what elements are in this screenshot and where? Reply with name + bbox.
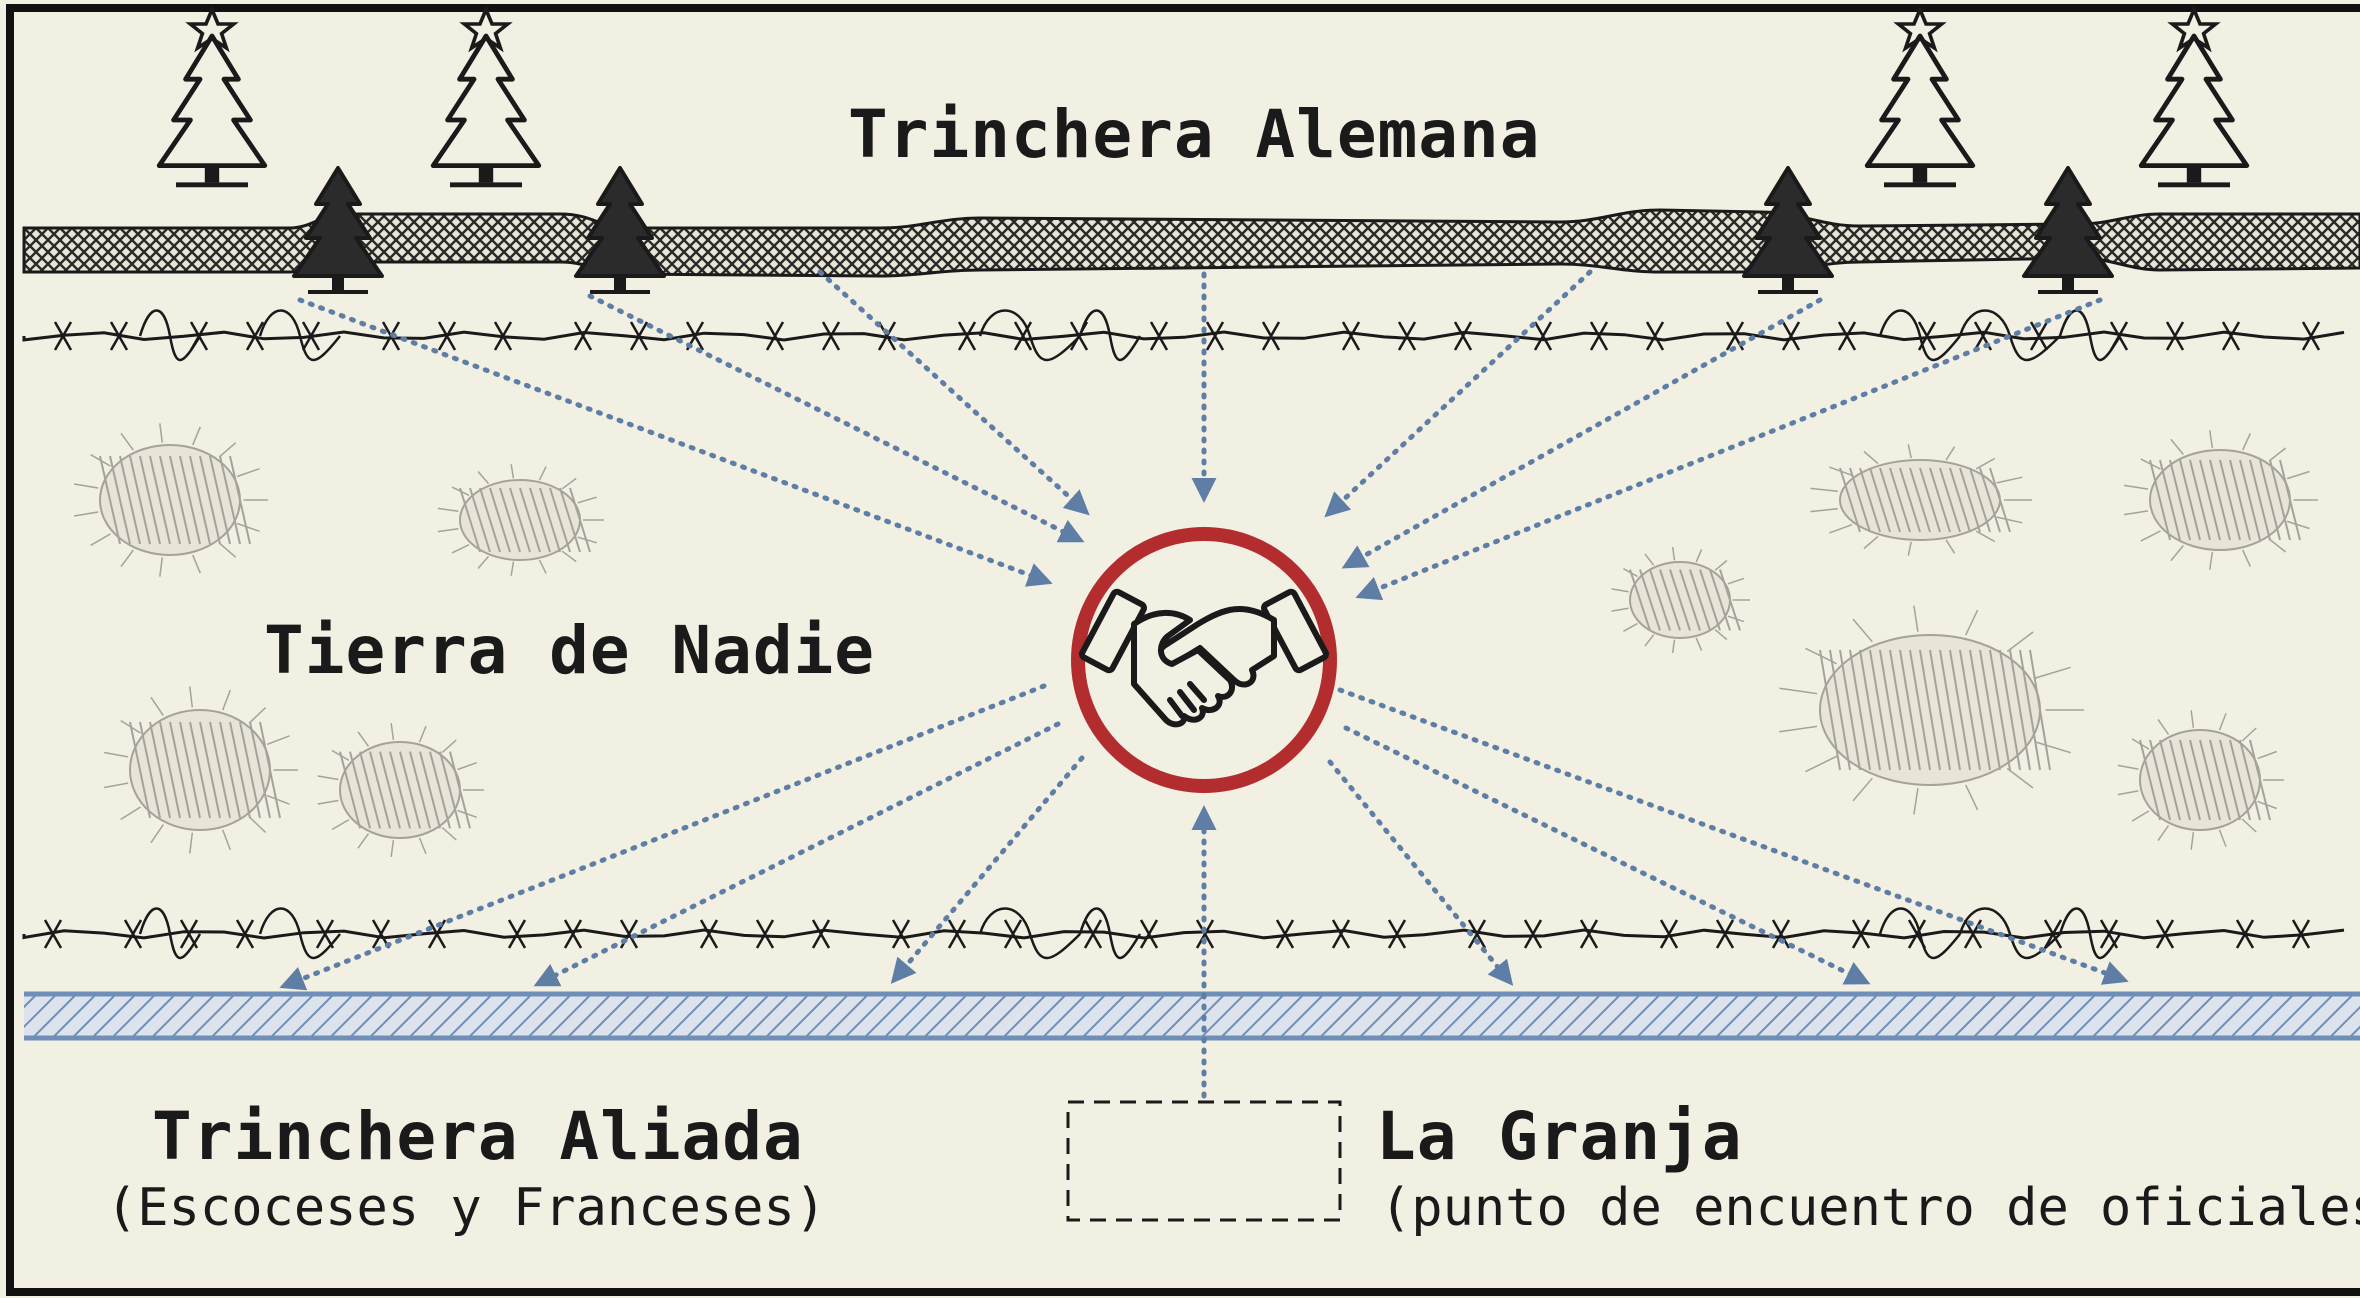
shell-crater	[317, 723, 484, 857]
allied-trench-band	[24, 991, 2360, 1041]
shell-crater	[437, 464, 604, 576]
shell-craters	[73, 423, 2318, 857]
shell-crater	[73, 423, 268, 577]
christmas-tree-icon	[2022, 166, 2114, 294]
christmas-tree-icon	[292, 166, 384, 294]
shell-crater	[2123, 430, 2318, 570]
no-mans-land-label: Tierra de Nadie	[264, 612, 876, 689]
farm-sublabel: (punto de encuentro de oficiales)	[1380, 1178, 2360, 1238]
dotted-arrow	[533, 721, 1061, 987]
allied-trench-label: Trinchera Aliada	[152, 1098, 804, 1175]
christmas-tree-icon	[574, 166, 666, 294]
dotted-arrow	[890, 755, 1085, 984]
dotted-arrow	[1337, 687, 2129, 985]
christmas-tree-icon	[430, 4, 542, 188]
allied-trench-sublabel: (Escoceses y Franceses)	[106, 1178, 827, 1238]
christmas-tree-icon	[1864, 4, 1976, 188]
truce-meeting-point	[1071, 527, 1337, 793]
dotted-arrow	[297, 297, 1053, 587]
shell-crater	[1779, 605, 2084, 815]
shell-crater	[103, 686, 298, 854]
shell-crater	[1611, 546, 1750, 654]
shell-crater	[2117, 710, 2284, 850]
christmas-tree-icon	[2138, 4, 2250, 188]
shell-crater	[1810, 444, 2032, 556]
dotted-arrow	[1355, 297, 2103, 601]
dotted-arrow	[1343, 725, 1871, 985]
christmas-trees	[156, 4, 2250, 294]
farm-label: La Granja	[1376, 1098, 1743, 1175]
christmas-tree-icon	[1742, 166, 1834, 294]
handshake-icon	[1079, 588, 1329, 728]
truce-arrows	[279, 269, 2129, 1099]
frame-border	[6, 4, 2360, 1296]
dotted-arrow	[587, 293, 1085, 543]
dotted-arrow	[1327, 759, 1514, 986]
barbed-wire-top	[22, 309, 2345, 362]
dotted-arrow	[1324, 269, 1593, 518]
christmas-tree-icon	[156, 4, 268, 188]
german-trench-label: Trinchera Alemana	[848, 96, 1541, 173]
dotted-arrow	[1341, 297, 1823, 569]
dotted-arrow	[817, 269, 1090, 516]
farm-box	[1066, 1100, 1342, 1222]
dotted-arrow	[279, 683, 1047, 991]
